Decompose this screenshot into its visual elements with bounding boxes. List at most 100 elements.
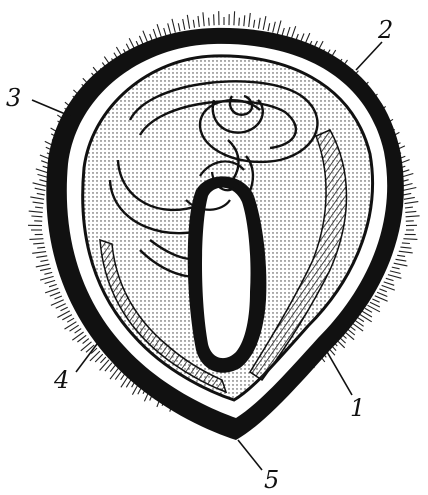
hair-stroke xyxy=(404,197,415,199)
hair-stroke xyxy=(164,28,166,36)
hair-stroke xyxy=(50,292,60,296)
hair-stroke xyxy=(277,21,281,35)
hair-stroke xyxy=(37,193,45,195)
hair-stroke xyxy=(268,23,270,31)
hair-stroke xyxy=(357,317,364,321)
hair-stroke xyxy=(29,239,43,240)
hair-stroke xyxy=(403,188,417,191)
hair-stroke xyxy=(405,202,419,204)
callout-1: 1 xyxy=(350,396,365,420)
hair-stroke xyxy=(406,216,420,217)
hair-stroke xyxy=(388,275,402,279)
hair-stroke xyxy=(62,315,72,320)
hair-stroke xyxy=(38,174,49,177)
hair-stroke xyxy=(157,24,161,37)
hair-stroke xyxy=(362,311,372,317)
hair-stroke xyxy=(403,193,411,195)
hair-stroke xyxy=(214,14,215,25)
hair-stroke xyxy=(36,264,50,267)
leader-2 xyxy=(356,42,382,70)
hair-stroke xyxy=(32,252,46,254)
hair-stroke xyxy=(67,318,74,322)
hair-stroke xyxy=(49,284,57,286)
callout-4: 4 xyxy=(54,368,69,392)
leader-3 xyxy=(32,100,70,116)
hair-stroke xyxy=(39,180,47,182)
hair-stroke xyxy=(45,288,58,293)
hair-stroke xyxy=(209,18,210,26)
leader-5 xyxy=(238,440,262,470)
hair-stroke xyxy=(178,23,180,31)
hair-stroke xyxy=(29,211,43,212)
hair-stroke xyxy=(291,26,296,39)
hair-stroke xyxy=(77,335,86,342)
hair-stroke xyxy=(187,15,189,29)
hair-stroke xyxy=(258,18,260,29)
hair-stroke xyxy=(282,28,284,36)
hair-stroke xyxy=(153,29,157,39)
hair-stroke xyxy=(40,260,48,261)
hair-stroke xyxy=(70,325,79,331)
hair-stroke xyxy=(36,256,47,258)
hair-stroke xyxy=(392,267,400,269)
hair-stroke xyxy=(110,365,115,371)
hair-stroke xyxy=(405,207,413,208)
hair-stroke xyxy=(100,357,106,363)
hair-stroke xyxy=(33,183,47,186)
hair-stroke xyxy=(40,276,54,280)
hair-stroke xyxy=(35,207,43,208)
hair-stroke xyxy=(40,268,51,270)
hair-stroke xyxy=(31,216,42,217)
embryo-axis-highlight xyxy=(202,188,251,358)
hair-stroke xyxy=(399,251,413,253)
hair-stroke xyxy=(402,243,410,244)
hair-stroke xyxy=(33,202,44,204)
hair-stroke xyxy=(51,300,64,306)
hair-stroke xyxy=(386,278,394,280)
hair-stroke xyxy=(394,263,408,266)
hair-stroke xyxy=(273,22,276,33)
hair-stroke xyxy=(193,20,194,28)
hair-stroke xyxy=(244,15,245,26)
hair-stroke xyxy=(396,259,407,261)
hair-stroke xyxy=(352,323,363,331)
hair-stroke xyxy=(55,296,62,299)
hair-stroke xyxy=(365,308,372,312)
callout-3: 3 xyxy=(6,86,21,110)
leader-1 xyxy=(326,350,352,395)
hair-stroke xyxy=(35,188,46,190)
hair-stroke xyxy=(198,16,199,27)
hair-stroke xyxy=(400,247,411,248)
hair-stroke xyxy=(379,289,386,292)
hair-stroke xyxy=(377,292,387,296)
hair-stroke xyxy=(37,247,45,248)
hair-stroke xyxy=(45,280,56,283)
hair-stroke xyxy=(234,11,235,25)
callout-2: 2 xyxy=(378,18,393,42)
hair-stroke xyxy=(83,339,89,344)
hair-stroke xyxy=(397,255,405,256)
hair-stroke xyxy=(370,302,380,307)
hair-stroke xyxy=(168,23,171,34)
hair-stroke xyxy=(403,239,417,240)
hair-stroke xyxy=(384,282,395,285)
hair-stroke xyxy=(382,285,395,290)
hair-stroke xyxy=(75,329,82,334)
hair-stroke xyxy=(30,197,44,199)
hair-stroke xyxy=(56,304,66,309)
hair-stroke xyxy=(44,272,52,274)
hair-stroke xyxy=(254,20,255,28)
hair-stroke xyxy=(249,13,251,27)
hair-stroke xyxy=(203,12,204,26)
hair-stroke xyxy=(390,271,401,274)
hair-stroke xyxy=(405,211,416,212)
hair-stroke xyxy=(239,18,240,26)
hair-stroke xyxy=(33,243,44,244)
hair-stroke xyxy=(183,19,185,30)
hair-stroke xyxy=(61,307,68,311)
hair-stroke xyxy=(172,19,175,33)
hair-stroke xyxy=(372,299,379,302)
hair-stroke xyxy=(263,16,266,30)
hair-stroke xyxy=(287,27,290,38)
hair-stroke xyxy=(115,371,122,380)
